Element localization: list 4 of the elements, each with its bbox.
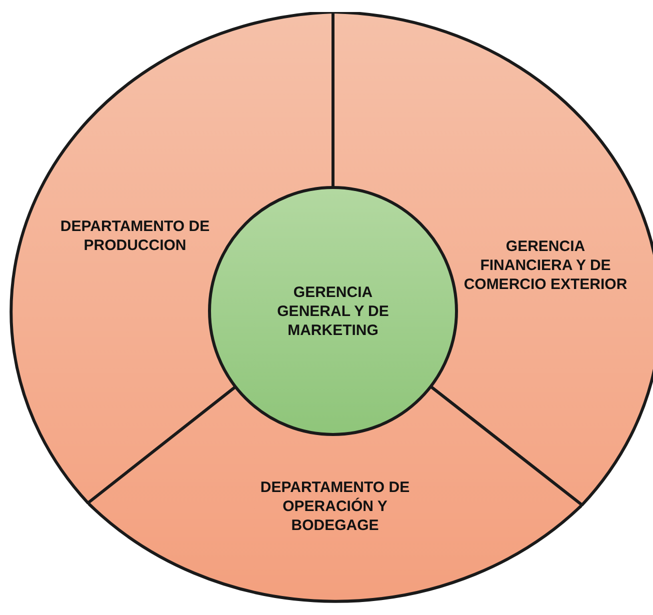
sector-label: GERENCIA FINANCIERA Y DE COMERCIO EXTERIOR xyxy=(463,237,628,294)
circle-label: GERENCIA GENERAL Y DE MARKETING xyxy=(276,282,390,340)
sector-label: DEPARTAMENTO DE PRODUCCION xyxy=(59,217,211,255)
sector-label: DEPARTAMENTO DE OPERACIÓN Y BODEGAGE xyxy=(259,478,411,535)
